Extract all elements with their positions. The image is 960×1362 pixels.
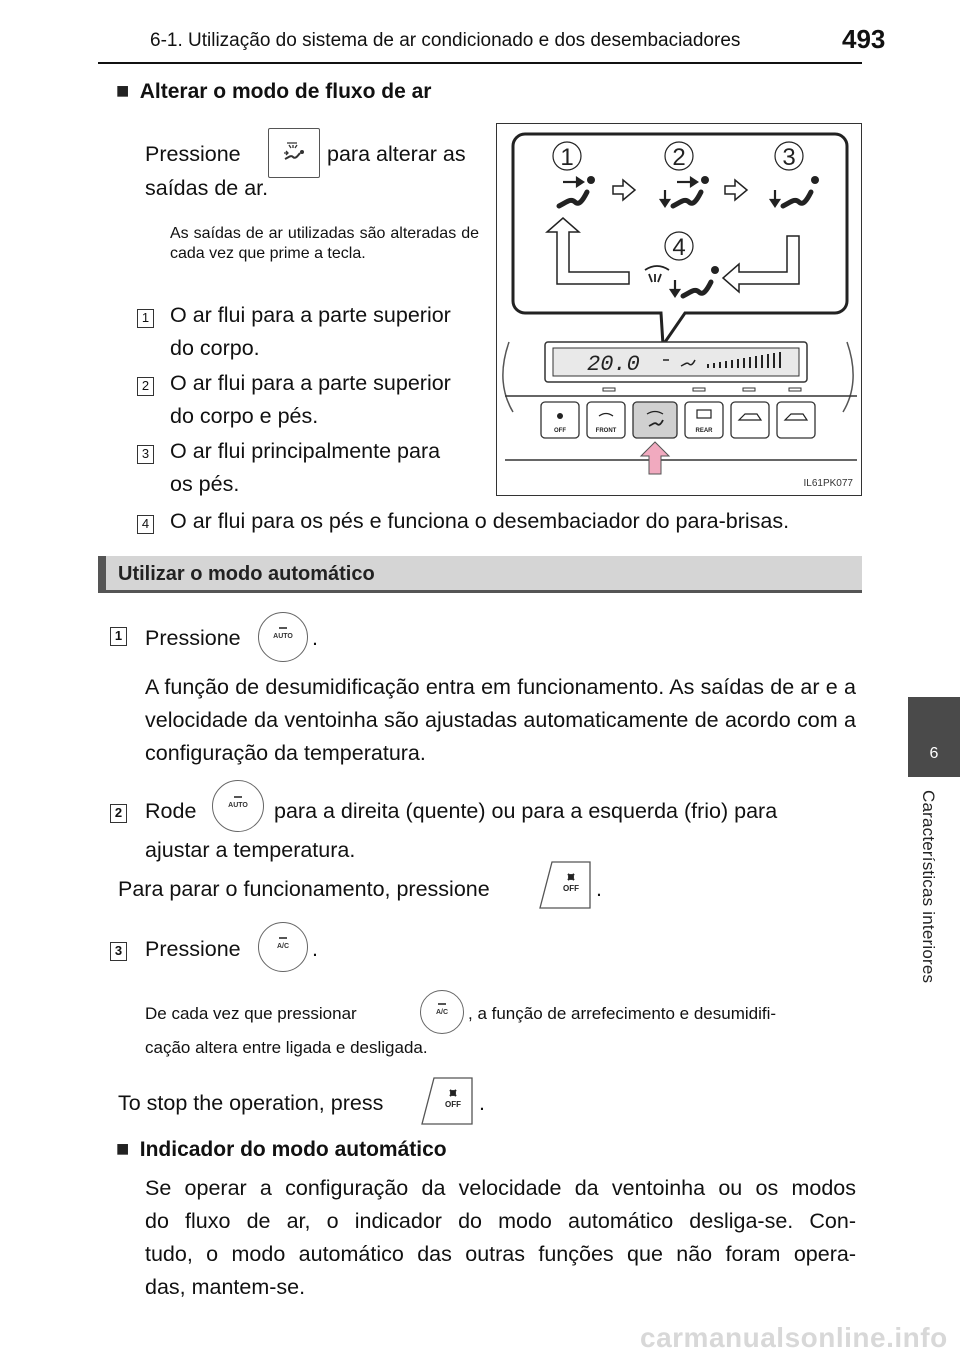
panel-front-button: FRONT <box>596 428 617 434</box>
ac-note-line2: cação altera entre ligada e desligada. <box>145 1038 428 1057</box>
square-bullet-icon: ■ <box>116 1136 130 1161</box>
stop-period: . <box>596 877 602 901</box>
running-header: 6-1. Utilização do sistema de ar condici… <box>150 30 741 51</box>
step-number: 3 <box>110 942 127 961</box>
item-text: do corpo. <box>170 336 260 360</box>
mode-button-icon <box>268 128 320 178</box>
header-rule <box>98 62 862 64</box>
page-number: 493 <box>842 24 886 54</box>
airflow-diagram: 1 2 3 4 <box>496 123 862 496</box>
step1-description: A função de desumidificação entra em fun… <box>145 675 856 765</box>
step2-line2: ajustar a temperatura. <box>145 838 356 862</box>
indicator-line-2: do fluxo de ar, o indicador do modo auto… <box>145 1209 856 1233</box>
heading-indicator: ■ Indicador do modo automático <box>116 1136 447 1162</box>
step-number: 1 <box>110 627 127 646</box>
press-mode-line2: saídas de ar. <box>145 176 269 200</box>
panel-rear-button: REAR <box>695 428 713 434</box>
indicator-line-3: tudo, o modo automático das outras funçõ… <box>145 1242 856 1266</box>
off-button-icon: OFF <box>538 860 592 910</box>
step3-text: Pressione <box>145 937 241 961</box>
square-bullet-icon: ■ <box>116 78 130 103</box>
item-number: 4 <box>137 515 154 534</box>
item-text: O ar flui principalmente para <box>170 439 441 463</box>
figure-code: IL61PK077 <box>804 478 854 489</box>
heading-airflow: ■ Alterar o modo de fluxo de ar <box>116 78 432 104</box>
temperature-dial-icon: AUTO <box>212 780 264 832</box>
item-text: O ar flui para a parte superior <box>170 303 451 327</box>
seated-person-icons <box>556 189 814 299</box>
svg-text:OFF: OFF <box>563 884 579 893</box>
item-number: 1 <box>137 309 154 328</box>
stop-en-period: . <box>479 1091 485 1115</box>
ac-button-small-icon: A/C <box>420 990 464 1034</box>
watermark: carmanualsonline.info <box>640 1322 948 1353</box>
off-button-icon: OFF <box>420 1076 474 1126</box>
step1-period: . <box>312 626 318 650</box>
airflow-note: As saídas de ar utilizadas são alteradas… <box>170 225 479 262</box>
ac-note-after: , a função de arrefecimento e desumidifi… <box>468 1004 777 1023</box>
stop-en-text: To stop the operation, press <box>118 1091 384 1115</box>
chapter-tab: 6 <box>908 697 960 777</box>
callout-2: 2 <box>672 144 685 171</box>
item-text: os pés. <box>170 472 240 496</box>
item-number: 3 <box>137 445 154 464</box>
stop-text: Para parar o funcionamento, pressione <box>118 877 490 901</box>
airflow-diagram-svg: 1 2 3 4 <box>502 132 857 489</box>
item-text: O ar flui para os pés e funciona o desem… <box>170 509 790 533</box>
step2-text: Rode <box>145 799 197 823</box>
callout-4: 4 <box>672 234 685 261</box>
callout-1: 1 <box>560 144 573 171</box>
step2-after: para a direita (quente) ou para a esquer… <box>274 799 778 823</box>
panel-off-button: OFF <box>554 428 566 434</box>
item-text: O ar flui para a parte superior <box>170 371 451 395</box>
item-text: do corpo e pés. <box>170 404 319 428</box>
ac-note: De cada vez que pressionar <box>145 1004 357 1023</box>
press-mode-line: Pressione <box>145 142 241 166</box>
section-heading-auto: Utilizar o modo automático <box>98 556 862 593</box>
callout-3: 3 <box>782 144 795 171</box>
press-mode-after: para alterar as <box>327 142 466 166</box>
chapter-label: Características interiores <box>919 790 938 984</box>
item-number: 2 <box>137 377 154 396</box>
svg-text:OFF: OFF <box>445 1100 461 1109</box>
step1-text: Pressione <box>145 626 241 650</box>
auto-button-icon: AUTO <box>258 612 308 662</box>
indicator-line-4: das, mantem-se. <box>145 1275 306 1299</box>
step3-period: . <box>312 937 318 961</box>
display-temperature: 20.0 <box>587 352 640 377</box>
step-number: 2 <box>110 804 127 823</box>
indicator-line-1: Se operar a configuração da velocidade d… <box>145 1176 856 1200</box>
ac-button-icon: A/C <box>258 922 308 972</box>
